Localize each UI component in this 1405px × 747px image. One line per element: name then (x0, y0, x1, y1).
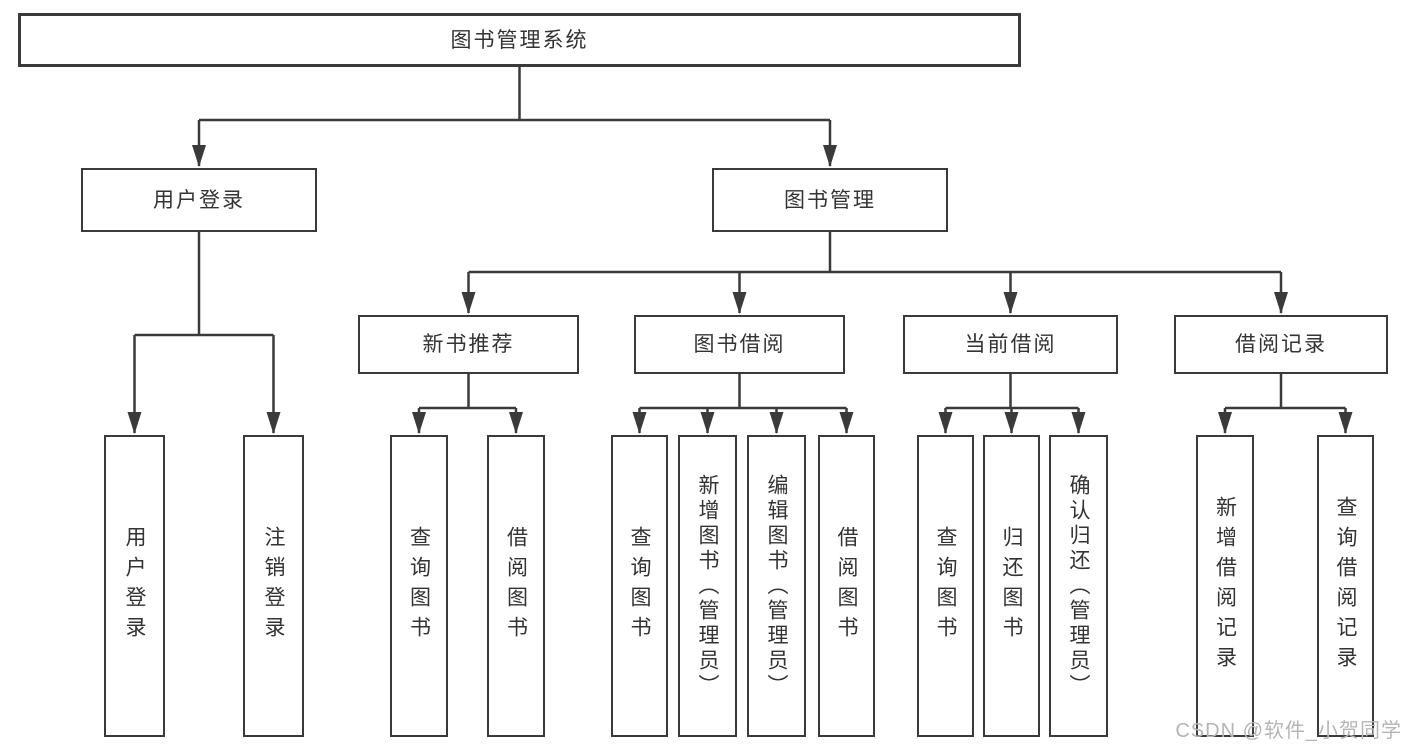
node-borrowing-records: 借阅记录 (1174, 315, 1388, 374)
node-label: 编辑图书（管理员） (765, 473, 788, 699)
node-current-borrowing: 当前借阅 (903, 315, 1118, 374)
node-label: 确认归还（管理员） (1067, 473, 1090, 699)
node-label: 新书推荐 (422, 333, 515, 356)
leaf-query-books-borrow: 查询图书 (611, 435, 668, 737)
leaf-edit-book-admin: 编辑图书（管理员） (747, 435, 806, 737)
leaf-user-login: 用户登录 (104, 435, 165, 737)
node-label: 查询图书 (628, 526, 651, 646)
node-user-login-branch: 用户登录 (81, 168, 317, 232)
node-book-management-system: 图书管理系统 (18, 13, 1021, 67)
node-label: 用户登录 (153, 188, 245, 212)
node-label: 图书管理系统 (450, 28, 589, 52)
node-book-borrowing: 图书借阅 (634, 315, 845, 374)
csdn-watermark: CSDN @软件_小贺同学 (1175, 720, 1402, 742)
node-label: 归还图书 (1000, 526, 1023, 646)
node-label: 借阅图书 (504, 526, 528, 646)
leaf-borrow-books: 借阅图书 (818, 435, 875, 737)
leaf-query-books-current: 查询图书 (917, 435, 974, 737)
node-label: 借阅记录 (1235, 333, 1327, 356)
node-book-management-branch: 图书管理 (712, 168, 948, 232)
node-label: 用户登录 (123, 526, 146, 646)
node-label: 查询图书 (407, 526, 431, 646)
node-label: 当前借阅 (964, 333, 1057, 356)
leaf-add-book-admin: 新增图书（管理员） (678, 435, 737, 737)
node-label: 图书借阅 (693, 333, 786, 356)
node-label: 查询图书 (934, 526, 957, 646)
leaf-borrow-books-recommend: 借阅图书 (487, 435, 545, 737)
leaf-logout: 注销登录 (243, 435, 304, 737)
tree-branch-bars (134, 67, 1346, 410)
leaf-query-books-recommend: 查询图书 (390, 435, 448, 737)
node-label: 查询借阅记录 (1334, 496, 1357, 676)
leaf-confirm-return-admin: 确认归还（管理员） (1049, 435, 1108, 737)
node-label: 新增图书（管理员） (696, 473, 719, 699)
node-label: 图书管理 (784, 188, 876, 212)
tree-arrows (127, 120, 1353, 434)
leaf-add-borrow-record: 新增借阅记录 (1196, 435, 1254, 737)
leaf-return-books: 归还图书 (983, 435, 1040, 737)
node-new-book-recommendation: 新书推荐 (358, 315, 579, 374)
leaf-query-borrow-record: 查询借阅记录 (1317, 435, 1374, 737)
node-label: 注销登录 (262, 526, 285, 646)
node-label: 新增借阅记录 (1213, 496, 1237, 676)
node-label: 借阅图书 (835, 526, 858, 646)
